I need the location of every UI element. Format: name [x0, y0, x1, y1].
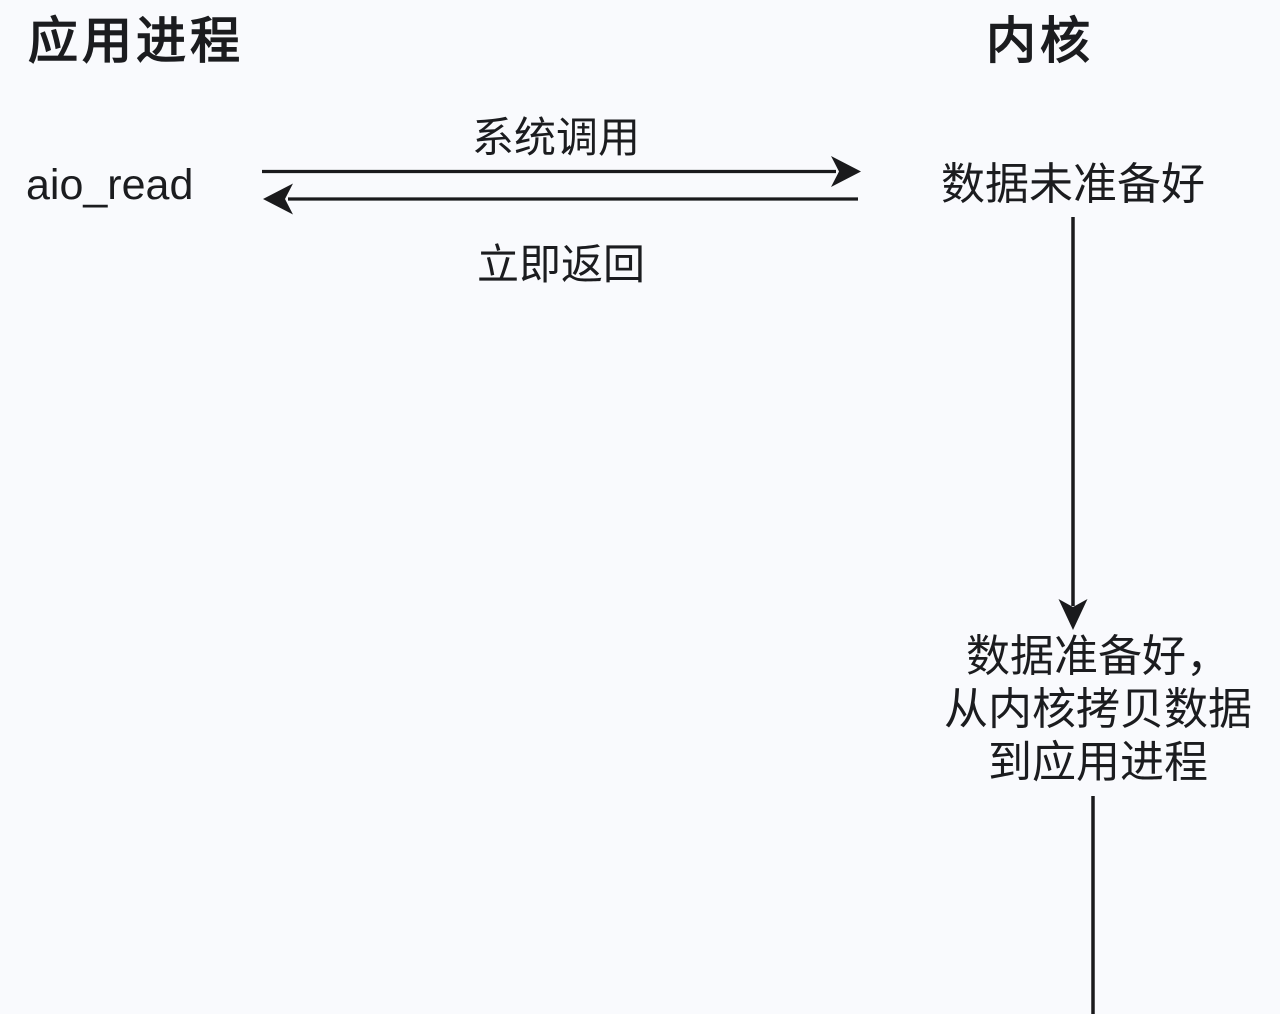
data-ready-label: 数据准备好， 从内核拷贝数据 到应用进程 — [917, 630, 1279, 789]
data-ready-line-3: 到应用进程 — [988, 738, 1208, 787]
syscall-arrow-label: 系统调用 — [471, 114, 640, 161]
aio-read-label: aio_read — [26, 161, 194, 209]
return-arrow-icon — [263, 183, 858, 215]
data-ready-line-1: 数据准备好， — [966, 632, 1230, 681]
kernel-wait-arrow-icon — [1058, 217, 1088, 630]
return-arrow-label: 立即返回 — [476, 241, 645, 288]
kernel-title: 内核 — [986, 13, 1094, 69]
data-not-ready-label: 数据未准备好 — [941, 160, 1205, 209]
app-process-title: 应用进程 — [28, 13, 244, 69]
data-ready-line-2: 从内核拷贝数据 — [944, 685, 1252, 734]
